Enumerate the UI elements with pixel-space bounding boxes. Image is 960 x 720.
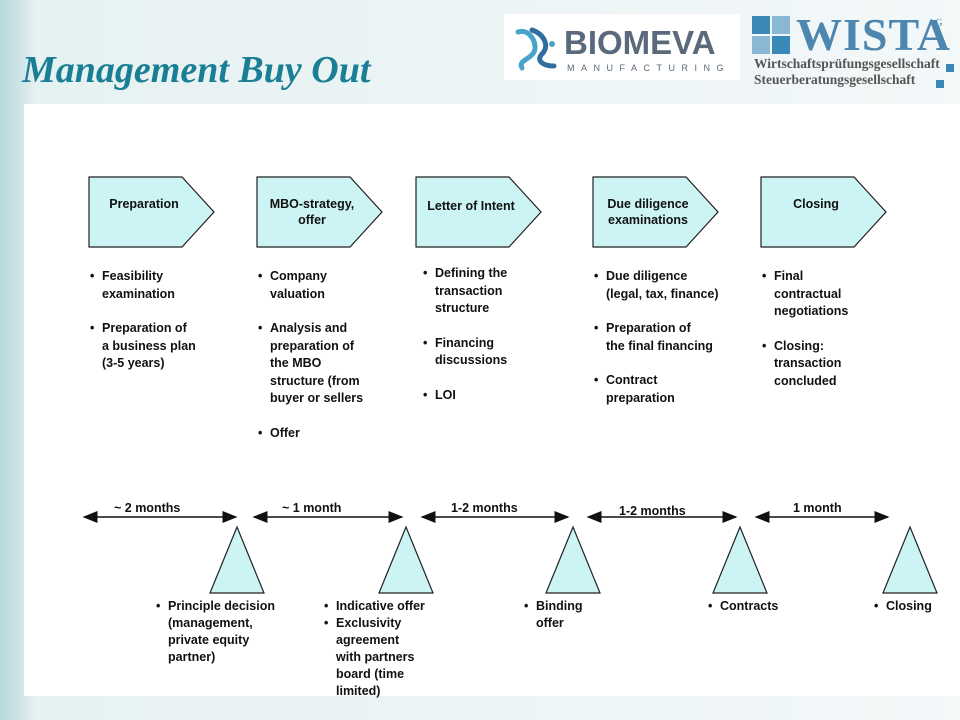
milestone-item: Binding offer: [524, 598, 624, 632]
wista-square-icon: [936, 80, 944, 88]
milestone-item: Indicative offer: [324, 598, 464, 615]
stage-bullets-mbo-strategy: Company valuation Analysis and preparati…: [258, 268, 408, 459]
wista-squares-icon: [752, 16, 792, 56]
wista-line-2: Steuerberatungsgesellschaft: [754, 72, 916, 87]
bullet-item: Financing discussions: [423, 335, 573, 370]
biomeva-name: BIOMEVA: [564, 24, 716, 61]
bullet-item: Final contractual negotiations: [762, 268, 912, 321]
stage-pentagon-shape: [88, 176, 215, 248]
bullet-item: Company valuation: [258, 268, 408, 303]
duration-label: 1 month: [793, 501, 842, 515]
stage-label: Closing: [793, 197, 839, 211]
stage-closing: Closing: [760, 176, 887, 248]
milestone-text-5: Closing: [874, 598, 954, 615]
milestone-item: Principle decision (management, private …: [156, 598, 306, 666]
stage-pentagon-shape: [760, 176, 887, 248]
bullet-item: Defining the transaction structure: [423, 265, 573, 318]
bullet-item: Offer: [258, 425, 408, 443]
bullet-item: Closing: transaction concluded: [762, 338, 912, 391]
milestone-item: Contracts: [708, 598, 808, 615]
duration-label: 1-2 months: [619, 504, 686, 518]
bullet-item: Preparation of a business plan (3-5 year…: [90, 320, 250, 373]
stage-pentagon-shape: [256, 176, 383, 248]
bullet-item: Due diligence (legal, tax, finance): [594, 268, 764, 303]
stage-label: Due diligence examinations: [607, 197, 689, 227]
duration-label: 1-2 months: [451, 501, 518, 515]
wista-logo: WISTA AG Wirtschaftsprüfungsgesellschaft…: [748, 8, 954, 96]
milestone-text-2: Indicative offer Exclusivity agreement w…: [324, 598, 464, 700]
stage-bullets-preparation: Feasibility examination Preparation of a…: [90, 268, 250, 390]
bullet-item: LOI: [423, 387, 573, 405]
bullet-item: Analysis and preparation of the MBO stru…: [258, 320, 408, 408]
milestone-text-3: Binding offer: [524, 598, 624, 632]
stage-due-diligence: Due diligence examinations: [592, 176, 719, 248]
milestone-text-4: Contracts: [708, 598, 808, 615]
wista-square-icon: [946, 64, 954, 72]
milestone-triangle-5: [882, 525, 938, 594]
milestone-triangle-1: [209, 525, 265, 594]
bullet-item: Feasibility examination: [90, 268, 250, 303]
wista-ag: AG: [928, 18, 943, 29]
milestone-triangle-3: [545, 525, 601, 594]
wista-name: WISTA: [796, 9, 951, 60]
stage-mbo-strategy: MBO-strategy, offer: [256, 176, 383, 248]
stage-letter-of-intent: Letter of Intent: [415, 176, 542, 248]
biomeva-symbol-icon: [515, 27, 557, 71]
stage-preparation: Preparation: [88, 176, 215, 248]
stage-label: MBO-strategy, offer: [269, 197, 355, 227]
milestone-triangle-4: [712, 525, 768, 594]
milestone-item: Exclusivity agreement with partners boar…: [324, 615, 464, 700]
slide-title: Management Buy Out: [22, 49, 371, 91]
milestone-item: Closing: [874, 598, 954, 615]
biomeva-subtitle: MANUFACTURING: [567, 63, 730, 73]
stage-label: Preparation: [109, 197, 179, 211]
milestone-triangle-2: [378, 525, 434, 594]
biomeva-logo: BIOMEVA MANUFACTURING: [504, 14, 740, 80]
wista-line-1: Wirtschaftsprüfungsgesellschaft: [754, 56, 940, 71]
stage-pentagon-shape: [415, 176, 542, 248]
stage-bullets-closing: Final contractual negotiations Closing: …: [762, 268, 912, 407]
bullet-item: Contract preparation: [594, 372, 764, 407]
stage-label: Letter of Intent: [427, 199, 515, 213]
duration-label: ~ 1 month: [282, 501, 342, 515]
bullet-item: Preparation of the final financing: [594, 320, 764, 355]
stage-bullets-letter-of-intent: Defining the transaction structure Finan…: [423, 265, 573, 421]
milestone-text-1: Principle decision (management, private …: [156, 598, 306, 666]
stage-pentagon-shape: [592, 176, 719, 248]
stage-bullets-due-diligence: Due diligence (legal, tax, finance) Prep…: [594, 268, 764, 424]
duration-label: ~ 2 months: [114, 501, 181, 515]
